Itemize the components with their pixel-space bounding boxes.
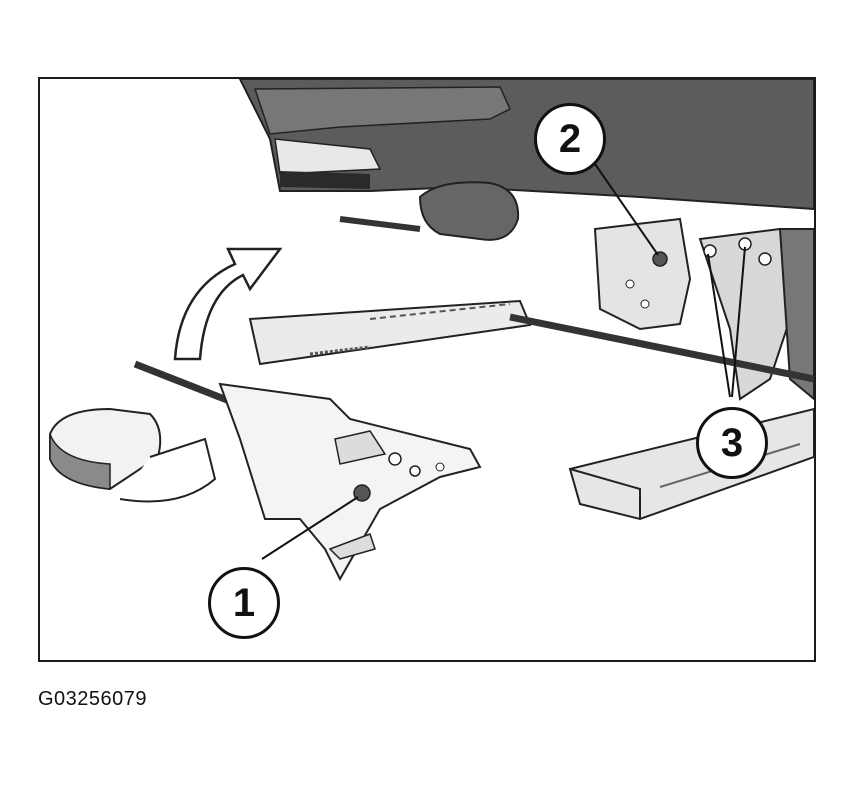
callout-3: 3 — [696, 407, 768, 479]
rear-bracket — [593, 217, 692, 331]
cross-rod — [509, 313, 814, 383]
callout-1: 1 — [208, 567, 280, 639]
upper-seat-track — [248, 299, 532, 366]
diagram-frame: 1 2 3 — [38, 77, 816, 662]
leader-line-1 — [261, 496, 359, 560]
seat-adjuster-illustration — [49, 79, 814, 582]
lower-bracket — [218, 382, 482, 582]
figure-id: G03256079 — [38, 688, 148, 710]
leader-line-2 — [594, 163, 659, 256]
adjuster-lever-handle — [49, 407, 217, 503]
leader-line-3a — [707, 253, 731, 398]
lower-seat-track — [568, 407, 814, 521]
seat-cushion — [238, 79, 814, 211]
leader-line-3b — [731, 246, 746, 398]
right-linkage — [698, 227, 814, 401]
rotation-arrow — [173, 247, 283, 361]
callout-2: 2 — [534, 103, 606, 175]
upper-lever-knob — [339, 181, 520, 241]
